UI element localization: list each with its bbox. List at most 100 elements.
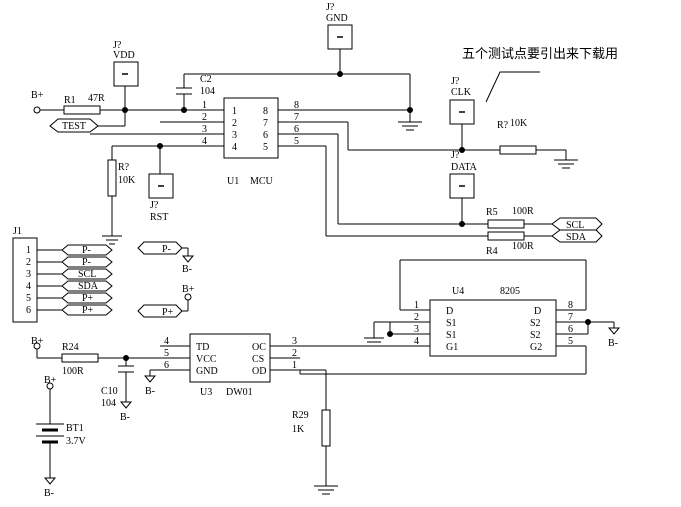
u4-ref: U4 <box>452 286 464 297</box>
u4-name-d1: D <box>446 306 453 317</box>
bminus-label-batt: B- <box>44 488 54 499</box>
pminus-tag-label: P- <box>162 244 171 255</box>
u4-name-g1: G1 <box>446 342 458 353</box>
j1-net-5: P+ <box>82 293 94 304</box>
bt1-ref: BT1 <box>66 423 84 434</box>
bplus-label-mid: B+ <box>31 336 44 347</box>
r-pull-right-value: 10K <box>510 118 528 129</box>
r4-ref: R4 <box>486 246 498 257</box>
testpoint-vdd[interactable] <box>113 61 139 87</box>
u4-pin-6: 6 <box>568 324 573 335</box>
mcu-inner-left-3: 3 <box>232 130 237 141</box>
mcu-inner-left-2: 2 <box>232 118 237 129</box>
r4-resistor <box>487 231 525 241</box>
mcu-inner-right-7: 7 <box>263 118 268 129</box>
mcu-pin-right-6: 6 <box>294 124 299 135</box>
u4-pin-7: 7 <box>568 312 573 323</box>
u4-pin-5: 5 <box>568 336 573 347</box>
u4-pin-1: 1 <box>414 300 419 311</box>
vdd-label: VDD <box>113 50 135 61</box>
u3-name-vcc: VCC <box>196 354 217 365</box>
j1-pin-3: 3 <box>26 269 31 280</box>
mcu-pin-right-5: 5 <box>294 136 299 147</box>
mcu-pin-right-7: 7 <box>294 112 299 123</box>
j1-tag-5 <box>61 292 113 304</box>
j1-tag-2 <box>61 256 113 268</box>
r-pull-right <box>499 145 537 155</box>
r-pull-left-ref: R? <box>118 162 130 173</box>
r5-value: 100R <box>512 206 534 217</box>
pplus-tag-label: P+ <box>162 307 174 318</box>
j1-pin-1: 1 <box>26 245 31 256</box>
bplus-label-top: B+ <box>31 90 44 101</box>
bminus-label-u4: B- <box>608 338 618 349</box>
u4-name: 8205 <box>500 286 520 297</box>
data-label: DATA <box>451 162 478 173</box>
j1-pin-6: 6 <box>26 305 31 316</box>
download-note: 五个测试点要引出来下载用 <box>462 47 618 62</box>
u3-pin-6: 6 <box>164 360 169 371</box>
mcu-pin-left-2: 2 <box>202 112 207 123</box>
r24-value: 100R <box>62 366 84 377</box>
j1-pin-2: 2 <box>26 257 31 268</box>
u3-pin-3: 3 <box>292 336 297 347</box>
u4-name-s1b: S1 <box>446 330 457 341</box>
j1-pin-4: 4 <box>26 281 31 292</box>
c10-value: 104 <box>101 398 116 409</box>
data-ref: J? <box>451 150 460 161</box>
j1-connector <box>12 237 38 323</box>
mcu-body <box>223 97 279 159</box>
vdd-ref: J? <box>113 40 122 51</box>
testpoint-rst[interactable] <box>148 173 174 199</box>
u3-ref: U3 <box>200 387 212 398</box>
r4-value: 100R <box>512 241 534 252</box>
clk-ref: J? <box>451 76 460 87</box>
j1-tag-6 <box>61 304 113 316</box>
u3-pin-2: 2 <box>292 348 297 359</box>
sda-tag-right <box>551 229 603 243</box>
j1-pin-5: 5 <box>26 293 31 304</box>
rst-ref: J? <box>150 200 159 211</box>
u3-name-oc: OC <box>252 342 266 353</box>
j1-tag-1 <box>61 244 113 256</box>
mcu-inner-left-1: 1 <box>232 106 237 117</box>
u3-name: DW01 <box>226 387 253 398</box>
r-pull-right-ref: R? <box>497 120 509 131</box>
bt1-value: 3.7V <box>66 436 87 447</box>
bminus-label-c10: B- <box>120 412 130 423</box>
mcu-inner-right-8: 8 <box>263 106 268 117</box>
gnd-ref: J? <box>326 2 335 13</box>
bplus-terminal-top <box>33 106 41 114</box>
u3-pin-1: 1 <box>292 360 297 371</box>
mcu-inner-right-6: 6 <box>263 130 268 141</box>
test-tag-label: TEST <box>62 121 86 132</box>
r1-ref: R1 <box>64 95 76 106</box>
u4-name-s1a: S1 <box>446 318 457 329</box>
u4-name-s2b: S2 <box>530 330 541 341</box>
j1-net-3: SCL <box>78 269 96 280</box>
bplus-label-pplus: B+ <box>182 284 195 295</box>
r29-ref: R29 <box>292 410 309 421</box>
u3-name-cs: CS <box>252 354 264 365</box>
rst-label: RST <box>150 212 168 223</box>
u4-pin-8: 8 <box>568 300 573 311</box>
sda-tag-right-label: SDA <box>566 232 587 243</box>
mcu-inner-left-4: 4 <box>232 142 237 153</box>
mcu-pin-left-3: 3 <box>202 124 207 135</box>
u4-name-g2: G2 <box>530 342 542 353</box>
j1-net-6: P+ <box>82 305 94 316</box>
c2-ref: C2 <box>200 74 212 85</box>
r5-ref: R5 <box>486 207 498 218</box>
gnd-label: GND <box>326 13 348 24</box>
note-arrow <box>485 71 540 103</box>
c2-value: 104 <box>200 86 215 97</box>
j1-tag-4 <box>61 280 113 292</box>
j1-tag-3 <box>61 268 113 280</box>
u3-name-od: OD <box>252 366 266 377</box>
mcu-pin-right-8: 8 <box>294 100 299 111</box>
r1-value: 47R <box>88 93 105 104</box>
c10-ref: C10 <box>101 386 118 397</box>
bplus-label-batt: B+ <box>44 375 57 386</box>
pminus-tag <box>137 241 183 255</box>
pplus-tag <box>137 304 183 318</box>
